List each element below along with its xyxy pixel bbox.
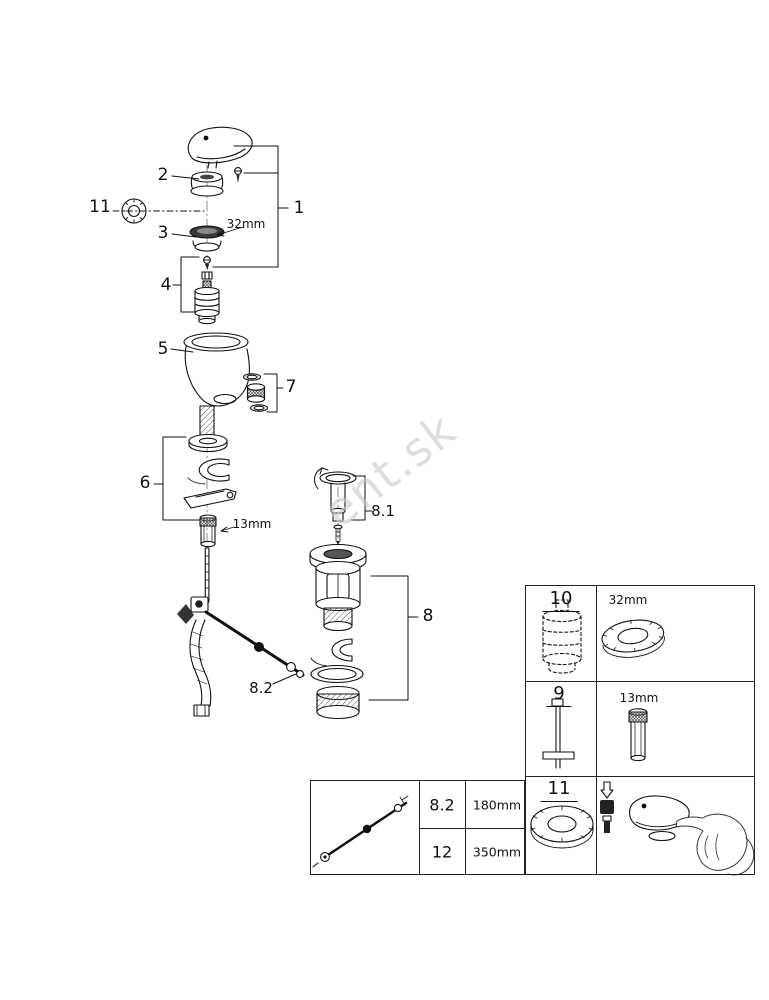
handle-screw-drawing bbox=[234, 167, 242, 183]
part-label-7: 7 bbox=[285, 377, 297, 397]
retainer-ring-11-drawing bbox=[121, 198, 147, 224]
part-label-6: 6 bbox=[139, 473, 151, 493]
part-label-4: 4 bbox=[160, 275, 172, 295]
parts-table-dim-13mm: 13mm bbox=[619, 691, 659, 705]
lengths-table-num-12: 12 bbox=[431, 842, 453, 862]
threaded-rod-drawing bbox=[204, 547, 210, 603]
dimension-label-32mm: 32mm bbox=[226, 217, 266, 231]
parts-table-row-divider-1 bbox=[526, 681, 754, 682]
part-label-8: 8 bbox=[422, 606, 434, 626]
mounting-group-drawing bbox=[183, 433, 237, 509]
lever-handle-drawing bbox=[187, 126, 253, 169]
part-label-5: 5 bbox=[157, 339, 169, 359]
part-label-2: 2 bbox=[157, 165, 169, 185]
parts-table-num-11: 11 bbox=[540, 778, 578, 802]
cartridge-10-drawing bbox=[542, 599, 582, 674]
part-label-8-2: 8.2 bbox=[249, 679, 273, 697]
aerator-group-drawing bbox=[242, 373, 269, 412]
parts-table-row-divider-2 bbox=[526, 776, 754, 777]
stopper-icon-drawing bbox=[600, 781, 614, 833]
drain-plug-drawing bbox=[314, 467, 357, 545]
ring-32-drawing bbox=[189, 225, 225, 252]
ring-11-table-drawing bbox=[530, 805, 594, 849]
cartridge-group-drawing bbox=[194, 256, 220, 325]
part-label-8-1: 8.1 bbox=[371, 502, 395, 520]
lengths-table-row-divider bbox=[419, 828, 524, 829]
rod-lengths-table: 8.2 180mm 12 350mm bbox=[310, 780, 525, 875]
adapter-13mm-drawing bbox=[199, 514, 217, 548]
drain-body-drawing bbox=[309, 543, 367, 720]
handle-cap-drawing bbox=[190, 171, 224, 197]
parts-table-num-9: 9 bbox=[546, 683, 572, 707]
parts-table-num-10: 10 bbox=[542, 588, 580, 612]
lengths-table-divider-1 bbox=[419, 781, 420, 874]
lengths-table-num-8-2: 8.2 bbox=[429, 795, 455, 815]
lever-hand-drawing bbox=[629, 795, 755, 876]
lengths-table-len-350: 350mm bbox=[472, 844, 522, 860]
adapter-13-table-drawing bbox=[628, 708, 648, 762]
lengths-table-len-180: 180mm bbox=[472, 797, 522, 813]
part-label-3: 3 bbox=[157, 223, 169, 243]
parts-table-dim-32mm: 32mm bbox=[608, 593, 648, 607]
hose-and-pullrod-drawing bbox=[177, 596, 305, 717]
dimension-label-13mm: 13mm bbox=[232, 517, 272, 531]
lengths-table-divider-2 bbox=[465, 781, 466, 874]
ring-32-table-drawing bbox=[601, 619, 665, 658]
parts-table-column-divider bbox=[596, 586, 597, 874]
rod-12-drawing bbox=[312, 795, 409, 868]
tool-9-drawing bbox=[542, 698, 575, 769]
part-label-11: 11 bbox=[89, 197, 111, 217]
part-label-1: 1 bbox=[293, 198, 305, 218]
leader-lines bbox=[112, 145, 419, 701]
faucet-body-drawing bbox=[183, 332, 250, 443]
spare-parts-table: 10 32mm 9 13mm 11 bbox=[525, 585, 755, 875]
